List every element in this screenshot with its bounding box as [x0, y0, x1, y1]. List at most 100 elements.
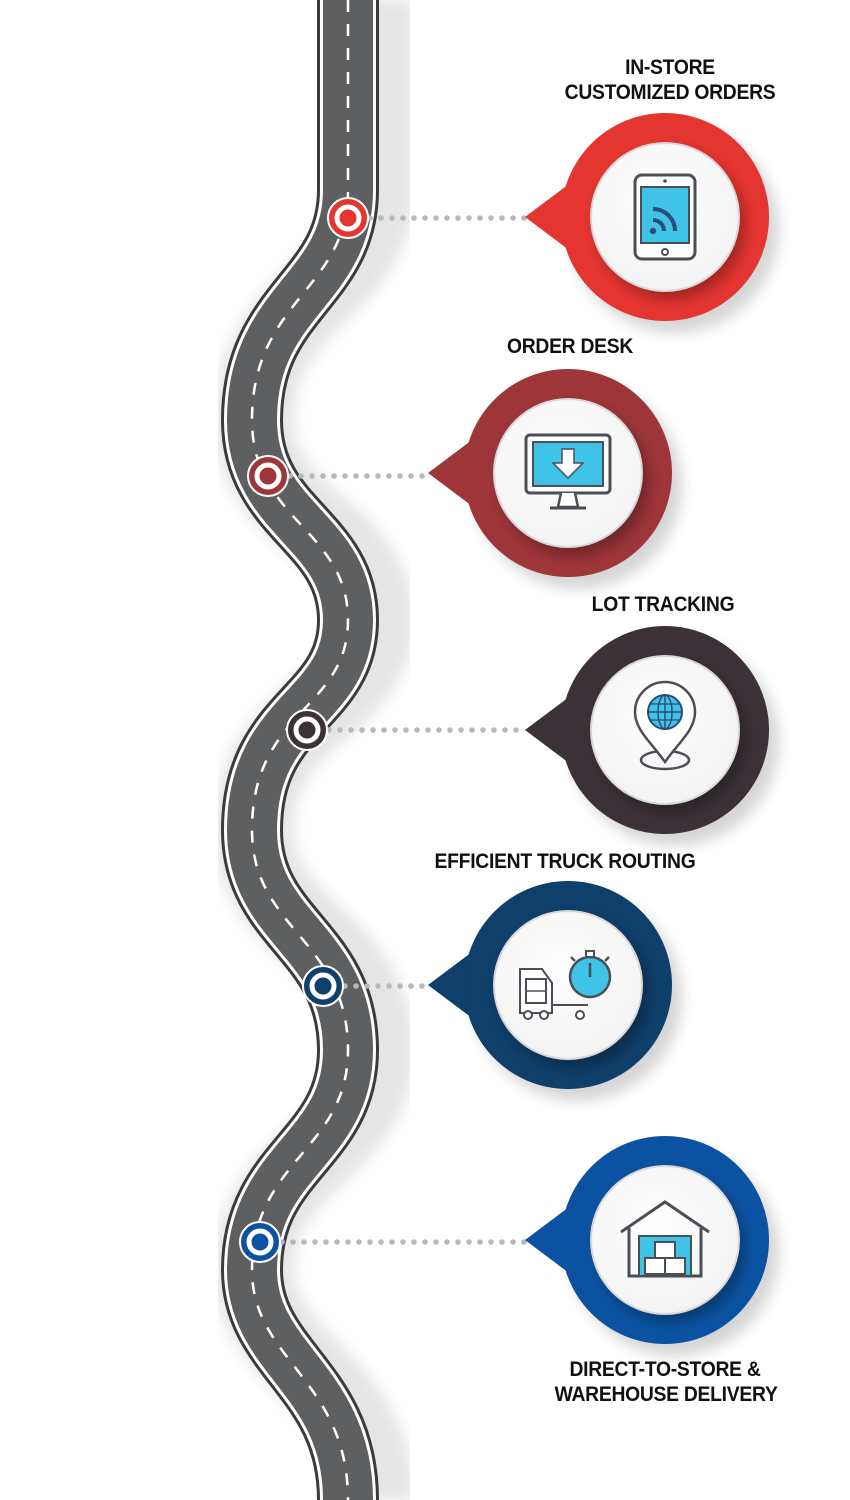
connector-dot	[488, 215, 494, 221]
stage-label-line: EFFICIENT TRUCK ROUTING	[434, 850, 696, 873]
tablet-wifi-icon	[633, 173, 697, 261]
connector-dot	[422, 215, 428, 221]
connector-dot	[359, 727, 365, 733]
connector-dot	[367, 1239, 373, 1245]
stage-label-line: ORDER DESK	[506, 335, 634, 358]
connector-dot	[370, 727, 376, 733]
connector-dot	[444, 1239, 450, 1245]
connector-dot	[466, 1239, 472, 1245]
connector-dot	[411, 215, 417, 221]
stage-label-order-desk: ORDER DESK	[469, 334, 671, 359]
connector-dot	[444, 215, 450, 221]
connector-dot	[477, 215, 483, 221]
road-marker	[239, 1221, 281, 1263]
road-marker	[247, 455, 289, 497]
connector-dot	[499, 215, 505, 221]
stage-label-truck-routing: EFFICIENT TRUCK ROUTING	[432, 849, 699, 874]
road-marker	[286, 709, 328, 751]
connector-dot	[502, 727, 508, 733]
connector-dot	[392, 727, 398, 733]
connector-dot	[342, 473, 348, 479]
icon-disc	[493, 910, 643, 1060]
milestone-1	[327, 113, 779, 333]
road-center-line	[250, 0, 350, 1500]
connector-dot	[298, 473, 304, 479]
connector-dot	[386, 473, 392, 479]
connector-dot	[386, 983, 392, 989]
connector-dot	[436, 727, 442, 733]
milestone-3	[286, 626, 779, 846]
connector-dot	[348, 727, 354, 733]
connector-dot	[419, 983, 425, 989]
connector-dot	[364, 473, 370, 479]
stage-label-line: LOT TRACKING	[591, 593, 735, 616]
stage-label-lot-tracking: LOT TRACKING	[562, 592, 764, 617]
connector-dot	[353, 473, 359, 479]
stage-label-line: DIRECT-TO-STORE &	[569, 1358, 761, 1381]
connector-dot	[331, 473, 337, 479]
stage-label-line: CUSTOMIZED ORDERS	[564, 81, 776, 104]
connector-dot	[389, 215, 395, 221]
connector-dot	[422, 1239, 428, 1245]
connector-dot	[301, 1239, 307, 1245]
connector-dot	[375, 473, 381, 479]
road-marker	[302, 965, 344, 1007]
globe-pin-icon	[633, 680, 697, 771]
connector-dot	[521, 1239, 527, 1245]
connector-dot	[488, 1239, 494, 1245]
milestones	[239, 113, 779, 1356]
stage-label-line: IN-STORE	[625, 56, 715, 79]
milestone-5	[239, 1136, 779, 1356]
road-marker	[327, 197, 369, 239]
stage-label-in-store-orders: IN-STORE CUSTOMIZED ORDERS	[560, 55, 781, 105]
connector-dot	[364, 983, 370, 989]
connector-dot	[345, 1239, 351, 1245]
truck-stopwatch-icon	[519, 950, 612, 1020]
connector-dot	[510, 215, 516, 221]
connector-dot	[309, 473, 315, 479]
road-marker-ring	[293, 716, 321, 744]
connector-dot	[491, 727, 497, 733]
connector-dot	[320, 473, 326, 479]
road-marker-ring	[334, 204, 362, 232]
connector-dot	[397, 473, 403, 479]
stage-label-line: WAREHOUSE DELIVERY	[554, 1383, 778, 1406]
road-marker-ring	[309, 972, 337, 1000]
connector-dot	[356, 1239, 362, 1245]
connector-dot	[375, 983, 381, 989]
connector-dot	[400, 215, 406, 221]
road-marker-ring	[246, 1228, 274, 1256]
connector-dot	[458, 727, 464, 733]
stage-label-direct-delivery: DIRECT-TO-STORE & WAREHOUSE DELIVERY	[554, 1357, 778, 1407]
connector-dot	[353, 983, 359, 989]
connector-dot	[378, 1239, 384, 1245]
monitor-download-icon	[524, 433, 612, 510]
connector-dot	[433, 1239, 439, 1245]
connector-dot	[408, 983, 414, 989]
connector-dot	[397, 983, 403, 989]
connector-dot	[477, 1239, 483, 1245]
connector-dot	[411, 1239, 417, 1245]
connector-dot	[521, 215, 527, 221]
connector-dot	[513, 727, 519, 733]
milestone-4	[302, 881, 682, 1101]
milestone-2	[247, 369, 682, 589]
connector-dot	[337, 727, 343, 733]
connector-dot	[400, 1239, 406, 1245]
connector-dot	[466, 215, 472, 221]
connector-dot	[499, 1239, 505, 1245]
connector-dot	[469, 727, 475, 733]
connector-dot	[455, 1239, 461, 1245]
connector-dot	[312, 1239, 318, 1245]
connector-dot	[334, 1239, 340, 1245]
connector-dot	[425, 727, 431, 733]
connector-dot	[419, 473, 425, 479]
road-marker-ring	[254, 462, 282, 490]
connector-dot	[381, 727, 387, 733]
warehouse-boxes-icon	[620, 1200, 710, 1278]
connector-dot	[433, 215, 439, 221]
connector-dot	[408, 473, 414, 479]
connector-dot	[323, 1239, 329, 1245]
connector-dot	[378, 215, 384, 221]
